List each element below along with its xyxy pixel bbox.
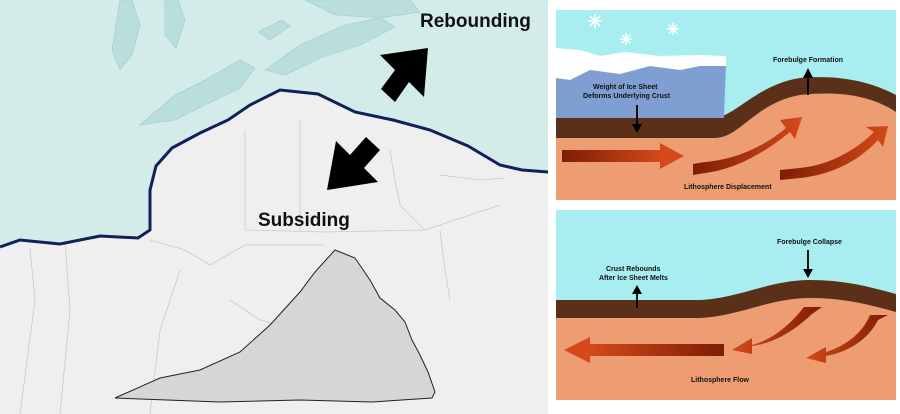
panel-divider xyxy=(548,0,554,414)
collapse-down-arrow xyxy=(803,250,813,278)
subsiding-arrow xyxy=(327,137,380,190)
ice-sheet xyxy=(556,64,726,118)
weight-label-line1: Weight of Ice Sheet xyxy=(593,84,658,91)
lithosphere-flow-arrows xyxy=(564,307,888,363)
rebound-label-line1: Crust Rebounds xyxy=(606,266,661,273)
rebounding-label: Rebounding xyxy=(420,11,531,32)
lithosphere-flow-label: Lithosphere Flow xyxy=(691,377,750,384)
crust-bottom xyxy=(556,280,896,318)
forebulge-formation-label: Forebulge Formation xyxy=(773,57,843,64)
forebulge-collapse-label: Forebulge Collapse xyxy=(777,239,842,246)
snowflake-icon xyxy=(588,14,679,45)
ice-sheet-snow xyxy=(556,48,726,80)
diagram-forebulge-collapse: Crust Rebounds After Ice Sheet Melts For… xyxy=(556,210,896,400)
forebulge-up-arrow xyxy=(803,68,813,95)
subsiding-label: Subsiding xyxy=(258,210,350,231)
virginia-state xyxy=(114,249,436,403)
rebound-up-arrow xyxy=(632,285,642,308)
rebound-label-line2: After Ice Sheet Melts xyxy=(599,275,668,282)
crust-top xyxy=(556,77,896,138)
lithosphere-displacement-label: Lithosphere Displacement xyxy=(684,184,772,191)
diagram-forebulge-formation: Weight of Ice Sheet Deforms Underlying C… xyxy=(556,10,896,200)
map-panel: Rebounding Subsiding xyxy=(0,0,549,414)
lithosphere-displacement-arrows xyxy=(562,117,888,180)
ice-sheet-edge xyxy=(0,88,549,249)
great-lakes xyxy=(111,0,421,126)
weight-label-line2: Deforms Underlying Crust xyxy=(583,93,671,100)
mantle-bottom xyxy=(556,298,896,400)
weight-down-arrow xyxy=(632,105,642,133)
rebounding-arrow xyxy=(380,48,428,102)
